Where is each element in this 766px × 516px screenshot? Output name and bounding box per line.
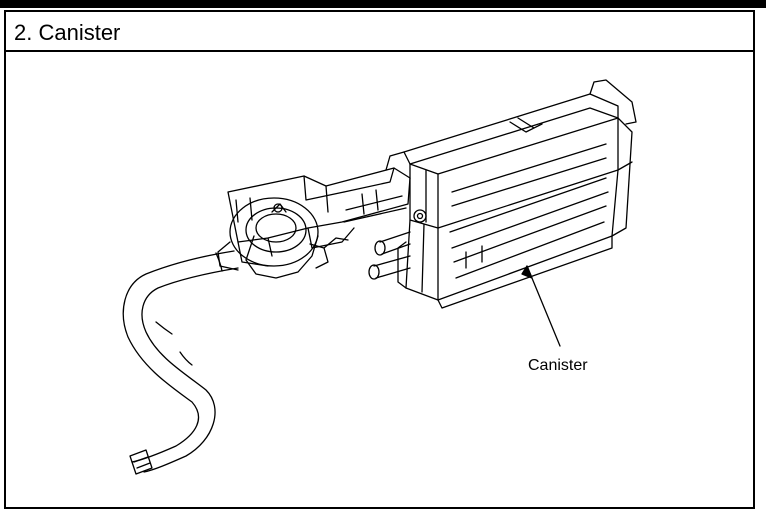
hose <box>122 250 239 475</box>
figure-frame: 2. Canister <box>4 10 755 509</box>
callout-leader <box>521 265 561 347</box>
canister-body <box>403 79 637 309</box>
callout-arrowhead <box>521 265 533 279</box>
callout-label: Canister <box>528 357 588 374</box>
canister-ports <box>368 209 427 289</box>
section-header: 2. Canister <box>6 12 753 52</box>
valve-housing <box>217 197 349 279</box>
hose-end-fitting <box>129 449 153 475</box>
mounting-bracket <box>227 151 411 267</box>
top-rule <box>0 0 766 8</box>
section-title: 2. Canister <box>14 20 121 45</box>
canister-illustration: Canister <box>122 79 637 475</box>
